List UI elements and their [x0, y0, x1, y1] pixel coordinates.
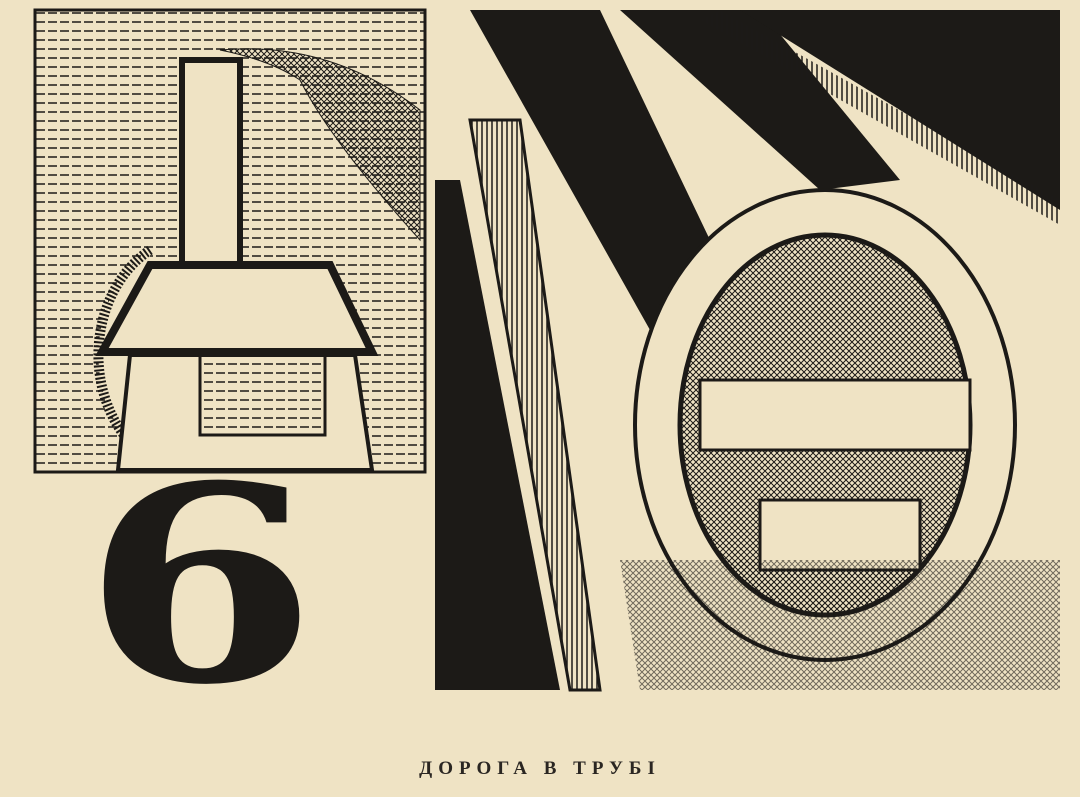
factory-panel [33, 8, 427, 474]
chapter-number: 6 [82, 426, 318, 744]
chapter-title: ДОРОГА В ТРУБІ [419, 758, 661, 779]
pipeline-panel [435, 10, 1060, 692]
